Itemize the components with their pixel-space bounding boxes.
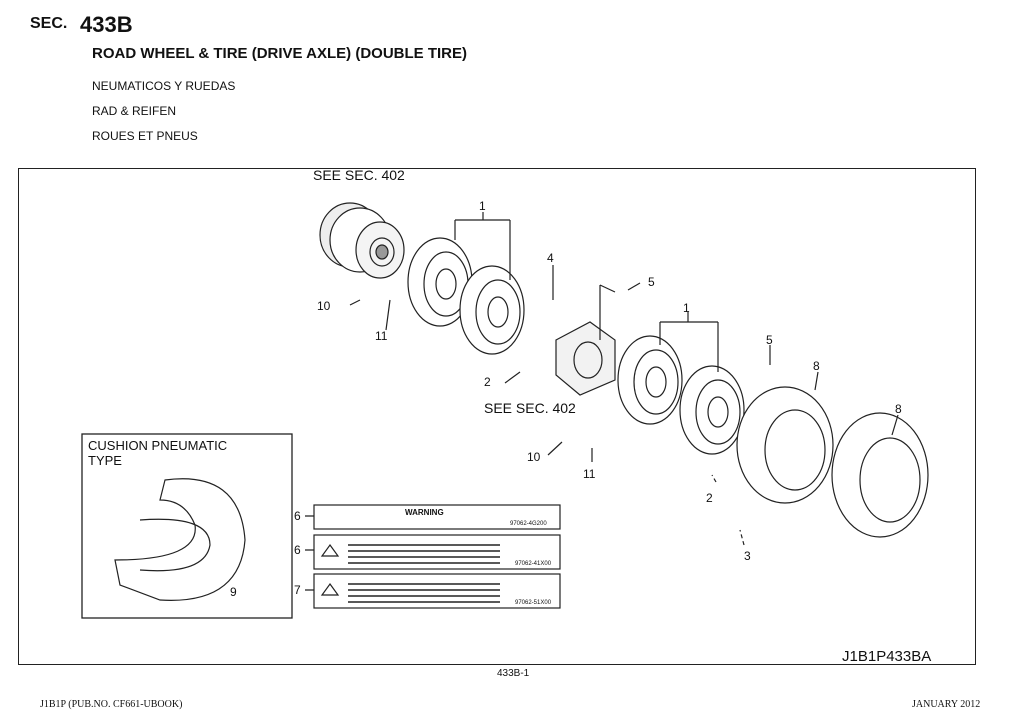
callout-3: 3 — [744, 549, 751, 563]
callout-2: 2 — [706, 491, 713, 505]
callout-5: 5 — [648, 275, 655, 289]
inset-title-type: TYPE — [88, 453, 122, 468]
cushion-tire — [114, 478, 246, 601]
callout-6: 6 — [294, 509, 301, 523]
publication-date: JANUARY 2012 — [912, 699, 981, 710]
see-sec-mid-label: SEE SEC. 402 — [484, 400, 576, 416]
warning-triangle-icon — [320, 582, 340, 596]
warning-label-1 — [313, 504, 561, 530]
subtitle-spanish: NEUMATICOS Y RUEDAS — [92, 79, 236, 93]
publication-info: J1B1P (PUB.NO. CF661-UBOOK) — [40, 699, 183, 710]
wheel-rim-inner-2 — [617, 335, 683, 425]
tire-outer — [831, 412, 929, 538]
callout-11: 11 — [583, 467, 596, 481]
warning-label-3 — [313, 573, 561, 609]
callout-7: 7 — [294, 583, 301, 597]
callout-9: 9 — [230, 585, 237, 599]
diagram-frame — [18, 168, 976, 665]
callout-4: 4 — [547, 251, 554, 265]
see-sec-top-label: SEE SEC. 402 — [313, 167, 405, 183]
callout-11: 11 — [375, 329, 388, 343]
inset-title: CUSHION PNEUMATIC — [88, 438, 227, 453]
warning-triangle-icon — [320, 543, 340, 557]
cushion-inset-box — [81, 433, 293, 619]
section-label: SEC. — [30, 15, 68, 32]
section-number: 433B — [80, 12, 133, 37]
callout-8: 8 — [813, 359, 820, 373]
callout-1: 1 — [683, 301, 690, 315]
callout-10: 10 — [317, 299, 331, 313]
callout-8: 8 — [895, 402, 902, 416]
callout-5: 5 — [766, 333, 773, 347]
label-code-7: 97062-51X00 — [515, 600, 552, 606]
label-code-6b: 97062-41X00 — [515, 561, 552, 567]
wheel-rim-outer-2 — [679, 365, 745, 455]
page-title: ROAD WHEEL & TIRE (DRIVE AXLE) (DOUBLE T… — [92, 45, 467, 62]
callout-1: 1 — [479, 199, 486, 213]
figure-code: J1B1P433BA — [842, 648, 931, 665]
callout-2: 2 — [484, 375, 491, 389]
callout-10: 10 — [527, 450, 541, 464]
warning-label-2 — [313, 534, 561, 570]
callout-6: 6 — [294, 543, 301, 557]
subtitle-french: ROUES ET PNEUS — [92, 129, 198, 143]
page-number: 433B-1 — [497, 668, 530, 679]
wheel-spacer — [555, 321, 616, 396]
warning-text: WARNING — [405, 508, 444, 517]
subtitle-german: RAD & REIFEN — [92, 104, 177, 118]
wheel-rim-outer — [459, 265, 525, 355]
hub-drum — [319, 202, 405, 279]
label-code-6a: 97062-4G200 — [510, 521, 547, 527]
tire-inner — [736, 386, 834, 504]
